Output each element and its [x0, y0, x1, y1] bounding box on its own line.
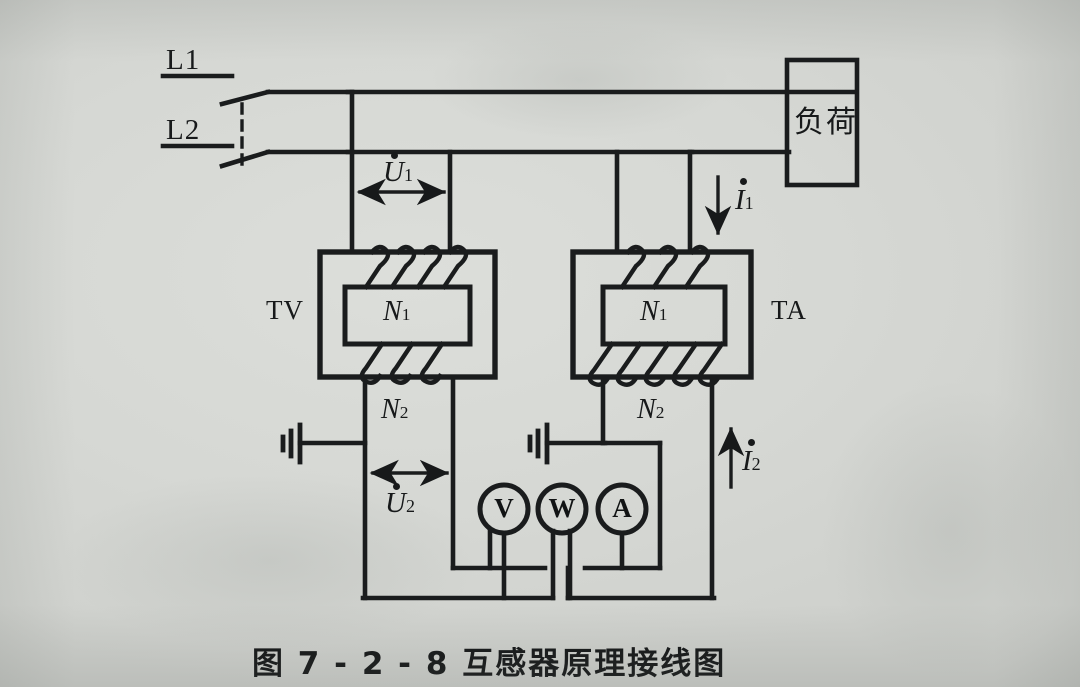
- ta-n2-symbol: N: [637, 394, 656, 425]
- tv-n1-sub: 1: [401, 305, 411, 324]
- u2-symbol: U: [385, 487, 406, 519]
- ta-inner-core: [600, 284, 728, 347]
- switch-blade-l2: [219, 149, 355, 169]
- ta-secondary-winding-label: N2: [637, 396, 664, 424]
- u1-sub: 1: [403, 165, 413, 185]
- ta-n1-sub: 1: [658, 305, 668, 324]
- ta-tag-label: TA: [771, 295, 807, 325]
- ammeter-label: A: [612, 493, 632, 523]
- wattmeter-label: W: [548, 493, 576, 523]
- tv-primary-winding: [362, 244, 469, 291]
- ta-ground-symbol: [527, 422, 550, 465]
- i2-phasor-dot: [748, 439, 755, 446]
- tv-inner-core: [342, 284, 473, 347]
- i1-label: I1: [735, 186, 754, 215]
- i2-symbol: I: [742, 445, 752, 477]
- tv-n1-symbol: N: [383, 296, 402, 327]
- i1-symbol: I: [735, 184, 745, 216]
- wattmeter-circle: [535, 482, 589, 536]
- voltmeter-leads: [450, 528, 548, 601]
- tv-ground-symbol: [280, 422, 303, 465]
- l2-label: L2: [166, 114, 201, 146]
- voltmeter-label: V: [494, 493, 514, 523]
- ta-n2-sub: 2: [655, 403, 665, 422]
- i2-sub: 2: [751, 454, 761, 474]
- i1-phasor-dot: [740, 178, 747, 185]
- u2-label: U2: [385, 489, 415, 518]
- i1-sub: 1: [744, 193, 754, 213]
- tv-tag-label: TV: [266, 295, 304, 325]
- ammeter-leads: [582, 530, 663, 571]
- switch-blade-l1: [219, 89, 355, 107]
- ta-secondary-route: [600, 440, 663, 571]
- u1-label: U1: [383, 158, 413, 187]
- l1-label: L1: [166, 44, 201, 76]
- u1-phasor-dot: [391, 152, 398, 159]
- tv-n2-symbol: N: [381, 394, 400, 425]
- load-label: 负荷: [794, 105, 858, 140]
- tv-n2-sub: 2: [399, 403, 409, 422]
- ta-n1-symbol: N: [640, 296, 659, 327]
- figure-caption: 图 7 - 2 - 8 互感器原理接线图: [252, 646, 727, 682]
- ta-primary-winding: [618, 244, 711, 291]
- u2-sub: 2: [405, 496, 415, 516]
- u2-phasor-dot: [393, 483, 400, 490]
- i2-label: I2: [742, 447, 761, 476]
- tv-secondary-winding-label: N2: [381, 396, 408, 424]
- ta-primary-winding-label: N1: [640, 298, 667, 326]
- load-box: [784, 57, 860, 188]
- u1-symbol: U: [383, 156, 404, 188]
- tv-primary-winding-label: N1: [383, 298, 410, 326]
